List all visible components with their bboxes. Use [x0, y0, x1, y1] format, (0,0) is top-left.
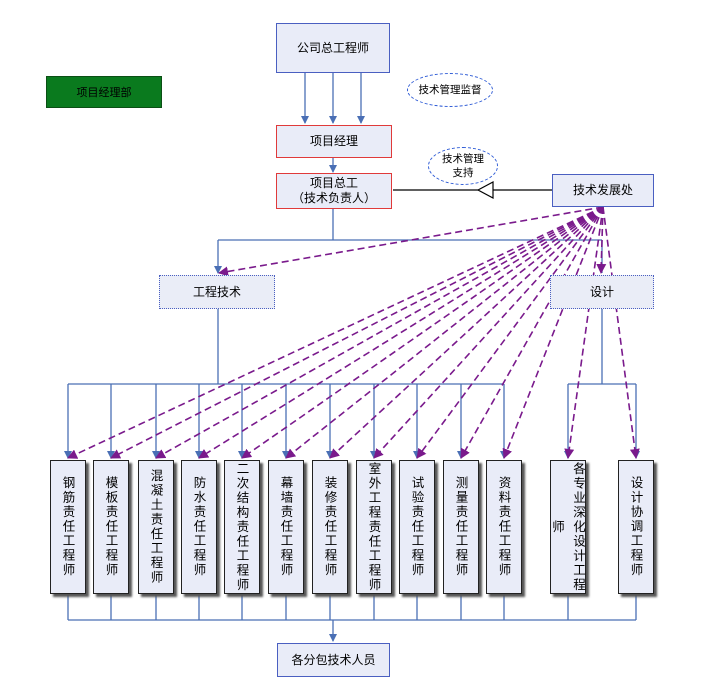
engineer-label: 设计协调工程师 [628, 476, 644, 578]
engineer-label: 室外工程责任工程师 [366, 461, 382, 593]
tech-support-oval: 技术管理 支持 [428, 147, 498, 185]
dashed-to-engineer [602, 206, 640, 459]
dashed-to-engineer [460, 206, 604, 459]
dashed-to-engineer [564, 206, 604, 459]
project-manager-dept-box: 项目经理部 [46, 76, 162, 108]
project-manager-dept-label: 项目经理部 [76, 85, 132, 99]
engineer-box: 钢筋责任工程师 [50, 460, 86, 594]
engineer-label: 装修责任工程师 [322, 476, 338, 578]
dashed-to-engineer [502, 206, 604, 459]
dashed-to-engineer [416, 206, 604, 459]
tech-supervise-oval: 技术管理监督 [407, 73, 493, 107]
hollow-triangle-arrow-icon [476, 181, 494, 199]
dashed-to-engineer [373, 206, 604, 459]
engineer-label: 混凝土责任工程师 [148, 469, 164, 585]
engineer-box: 测量责任工程师 [443, 460, 479, 594]
engineer-box: 防水责任工程师 [181, 460, 217, 594]
tech-support-label: 技术管理 支持 [442, 153, 484, 179]
dashed-to-eng-tech [218, 206, 604, 277]
engineer-label: 各专业深化设计工程师 [550, 461, 586, 593]
engineer-box: 设计协调工程师 [618, 460, 654, 594]
subcontractor-staff-box: 各分包技术人员 [277, 643, 390, 677]
engineer-label: 资料责任工程师 [496, 476, 512, 578]
engineer-box: 混凝土责任工程师 [138, 460, 174, 594]
tech-dev-box: 技术发展处 [552, 174, 654, 207]
engineer-label: 幕墙责任工程师 [278, 476, 294, 578]
dashed-to-engineer [285, 206, 604, 459]
eng-tech-box: 工程技术 [159, 275, 275, 309]
chief-engineer-box: 项目总工 （技术负责人） [276, 173, 392, 209]
eng-tech-label: 工程技术 [192, 284, 241, 299]
engineer-label: 模板责任工程师 [103, 476, 119, 578]
engineer-label: 防水责任工程师 [191, 476, 207, 578]
design-box: 设计 [550, 275, 654, 309]
dashed-to-engineer [241, 206, 604, 459]
chief-engineer-label: 项目总工 （技术负责人） [291, 176, 376, 205]
tech-dev-label: 技术发展处 [572, 183, 633, 197]
dashed-to-engineer [67, 206, 604, 459]
project-manager-label: 项目经理 [309, 134, 358, 148]
tech-supervise-label: 技术管理监督 [418, 84, 482, 96]
dashed-to-engineer [155, 206, 604, 459]
design-label: 设计 [589, 284, 614, 299]
company-chief-engineer-label: 公司总工程师 [296, 40, 369, 55]
engineer-label: 试验责任工程师 [409, 476, 425, 578]
engineer-box: 幕墙责任工程师 [268, 460, 304, 594]
engineer-box: 室外工程责任工程师 [356, 460, 392, 594]
engineer-label: 测量责任工程师 [453, 476, 469, 578]
company-chief-engineer-box: 公司总工程师 [276, 23, 390, 73]
dashed-to-engineer [110, 206, 604, 459]
engineer-box: 各专业深化设计工程师 [550, 460, 586, 594]
dashed-to-engineer [329, 206, 604, 459]
dashed-to-engineer [198, 206, 604, 459]
engineer-box: 模板责任工程师 [93, 460, 129, 594]
engineer-box: 二次结构责任工程师 [224, 460, 260, 594]
engineer-box: 装修责任工程师 [312, 460, 348, 594]
engineer-label: 二次结构责任工程师 [234, 461, 250, 593]
engineer-label: 钢筋责任工程师 [60, 476, 76, 578]
project-manager-box: 项目经理 [276, 125, 392, 158]
engineer-box: 试验责任工程师 [399, 460, 435, 594]
subcontractor-staff-label: 各分包技术人员 [291, 652, 376, 667]
dashed-to-design [596, 206, 607, 274]
engineer-box: 资料责任工程师 [486, 460, 522, 594]
